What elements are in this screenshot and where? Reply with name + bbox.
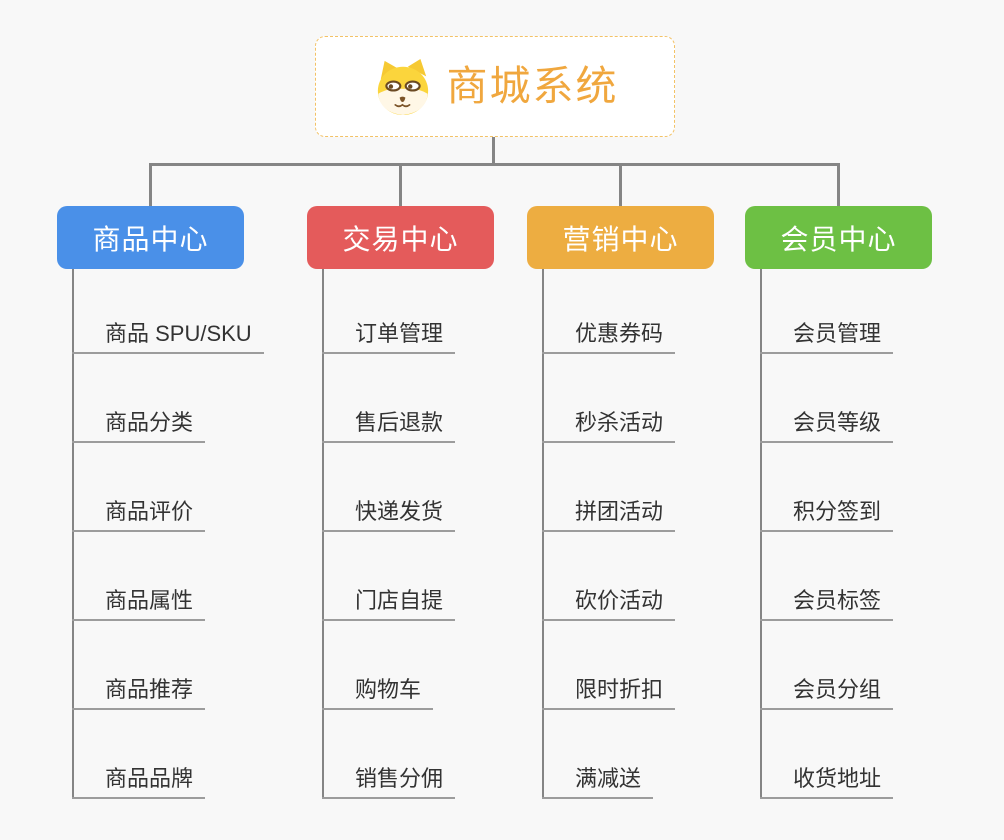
leaf-topic[interactable]: 快递发货 <box>322 493 456 532</box>
leaf-topic[interactable]: 商品属性 <box>72 582 206 621</box>
branch-label: 交易中心 <box>342 223 459 255</box>
leaf-topic[interactable]: 满减送 <box>542 760 654 799</box>
branch-column-marketing: 营销中心 优惠券码 秒杀活动 拼团活动 砍价活动 限时折扣 满减送 <box>527 206 767 806</box>
leaf-topic[interactable]: 商品评价 <box>72 493 206 532</box>
branch-label: 会员中心 <box>780 223 897 255</box>
branch-header-trade[interactable]: 交易中心 <box>307 206 494 269</box>
branch-header-products[interactable]: 商品中心 <box>57 206 244 269</box>
leaf-topic[interactable]: 订单管理 <box>322 315 456 354</box>
leaf-topic[interactable]: 商品品牌 <box>72 760 206 799</box>
branch-label: 营销中心 <box>562 223 679 255</box>
connector-drop-2 <box>399 163 402 207</box>
connector-horizontal-bar <box>149 163 840 166</box>
branch-column-products: 商品中心 商品 SPU/SKU 商品分类 商品评价 商品属性 商品推荐 商品品牌 <box>57 206 297 806</box>
leaf-topic[interactable]: 商品分类 <box>72 404 206 443</box>
branch-column-members: 会员中心 会员管理 会员等级 积分签到 会员标签 会员分组 收货地址 <box>745 206 985 806</box>
connector-drop-3 <box>619 163 622 207</box>
leaf-topic[interactable]: 商品 SPU/SKU <box>72 315 264 354</box>
leaf-topic[interactable]: 收货地址 <box>760 760 894 799</box>
leaf-topic[interactable]: 商品推荐 <box>72 671 206 710</box>
leaf-topic[interactable]: 会员管理 <box>760 315 894 354</box>
branch-spine <box>760 269 762 799</box>
leaf-topic[interactable]: 购物车 <box>322 671 434 710</box>
branch-spine <box>72 269 74 799</box>
root-topic[interactable]: 商城系统 <box>315 36 675 137</box>
leaf-topic[interactable]: 积分签到 <box>760 493 894 532</box>
branch-header-marketing[interactable]: 营销中心 <box>527 206 714 269</box>
branch-label: 商品中心 <box>92 223 209 255</box>
connector-drop-4 <box>837 163 840 207</box>
connector-drop-1 <box>149 163 152 207</box>
connector-root-drop <box>492 137 495 164</box>
root-title: 商城系统 <box>446 63 619 109</box>
leaf-topic[interactable]: 限时折扣 <box>542 671 676 710</box>
branch-header-members[interactable]: 会员中心 <box>745 206 932 269</box>
leaf-topic[interactable]: 会员分组 <box>760 671 894 710</box>
dog-face-icon <box>377 58 428 115</box>
branch-spine <box>322 269 324 799</box>
leaf-topic[interactable]: 优惠券码 <box>542 315 676 354</box>
leaf-topic[interactable]: 砍价活动 <box>542 582 676 621</box>
leaf-topic[interactable]: 销售分佣 <box>322 760 456 799</box>
branch-spine <box>542 269 544 799</box>
leaf-topic[interactable]: 门店自提 <box>322 582 456 621</box>
leaf-topic[interactable]: 会员标签 <box>760 582 894 621</box>
leaf-topic[interactable]: 会员等级 <box>760 404 894 443</box>
leaf-topic[interactable]: 拼团活动 <box>542 493 676 532</box>
leaf-topic[interactable]: 秒杀活动 <box>542 404 676 443</box>
leaf-topic[interactable]: 售后退款 <box>322 404 456 443</box>
branch-column-trade: 交易中心 订单管理 售后退款 快递发货 门店自提 购物车 销售分佣 <box>307 206 547 806</box>
